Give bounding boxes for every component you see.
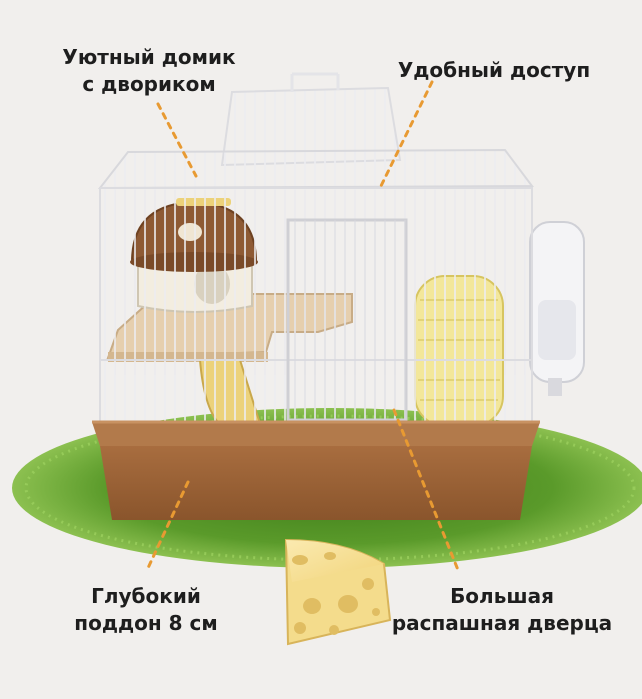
deep-tray — [92, 420, 540, 520]
label-cozy-house: Уютный домик с двориком — [46, 44, 252, 98]
callout-lines — [146, 80, 460, 572]
water-bottle — [529, 221, 585, 396]
swing-door — [286, 218, 408, 422]
label-deep-tray: Глубокий поддон 8 см — [66, 583, 226, 637]
label-easy-access-line1: Удобный доступ — [397, 58, 591, 82]
callout-line-deep-tray — [146, 480, 190, 570]
callout-line-big-door — [392, 408, 460, 572]
callout-line-cozy-house — [156, 102, 198, 178]
label-easy-access: Удобный доступ — [378, 57, 610, 84]
label-big-door: Большая распашная дверца — [379, 583, 625, 637]
label-deep-tray-line2: поддон 8 см — [74, 611, 218, 635]
label-cozy-house-line1: Уютный домик — [62, 45, 236, 69]
cheese-wedge — [284, 538, 392, 646]
label-cozy-house-line2: с двориком — [82, 72, 216, 96]
callout-line-easy-access — [378, 80, 434, 190]
label-deep-tray-line1: Глубокий — [91, 584, 201, 608]
label-big-door-line1: Большая — [450, 584, 554, 608]
cage-top-grid — [97, 148, 534, 190]
label-big-door-line2: распашная дверца — [391, 611, 613, 635]
